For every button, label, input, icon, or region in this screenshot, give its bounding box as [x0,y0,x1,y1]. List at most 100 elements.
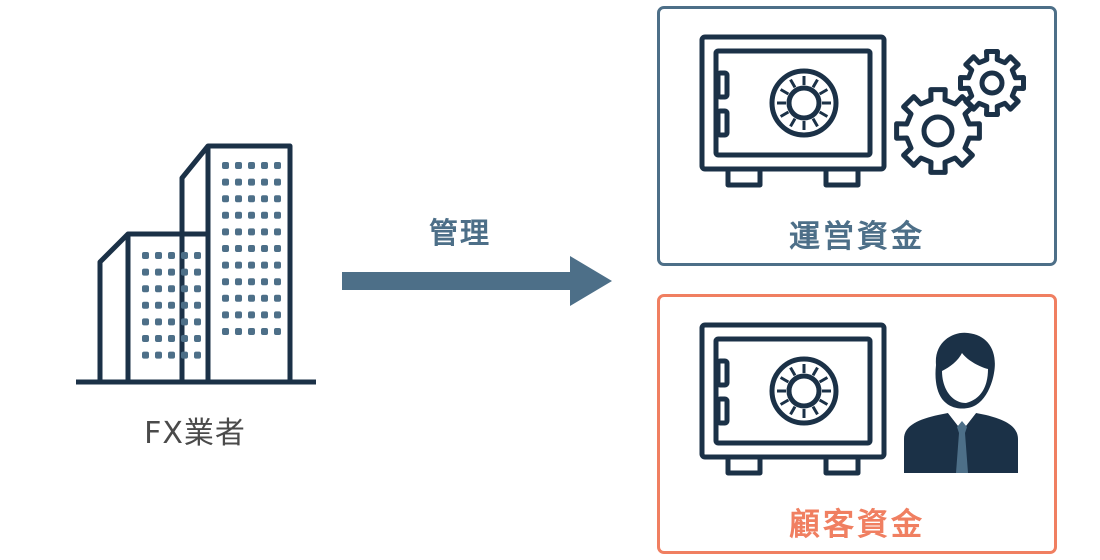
company-label: FX業者 [144,416,246,451]
window-dot [168,301,175,309]
window-dot [274,278,281,286]
window-dot [155,301,162,309]
dial-tick [779,110,790,118]
window-dot [235,311,242,319]
window-dot [248,261,255,269]
window-dot [274,211,281,219]
dial-tick [789,405,797,416]
window-dot [248,278,255,286]
window-dot [168,252,175,259]
window-dot [168,335,175,342]
window-dot [261,294,268,302]
window-dot [248,211,255,219]
window-dot [235,328,242,335]
window-dot [181,285,188,293]
window-dot [261,228,268,236]
window-dot [194,252,201,259]
window-dot [142,318,149,326]
window-dot [274,178,281,186]
window-dot [274,245,281,252]
window-dot [274,162,281,169]
window-dot [261,211,268,219]
right-arrow-icon [342,256,612,306]
dial-tick [789,78,797,89]
window-dot [235,162,242,169]
safe-icon [699,34,887,188]
operating-funds-label: 運営資金 [789,219,925,255]
window-dot [168,351,175,359]
window-dot [155,252,162,259]
window-dot [194,301,201,309]
window-dot [261,261,268,269]
office-buildings-icon [76,143,316,385]
window-dot [222,228,229,236]
dial-tick [811,366,819,377]
window-dot [181,252,188,259]
window-dot [155,318,162,326]
window-dot [142,351,149,359]
window-dot [181,335,188,342]
window-dot [181,318,188,326]
gears-icon [894,49,1026,175]
window-dot [274,328,281,335]
window-dot [181,268,188,276]
window-dot [155,285,162,293]
window-dot [261,328,268,335]
window-dot [235,278,242,286]
window-dot [235,211,242,219]
window-dot [261,178,268,186]
window-dot [274,311,281,319]
window-dot [235,245,242,252]
dial-tick [779,376,790,384]
window-dot [235,195,242,203]
dial-tick [818,376,829,384]
window-dot [222,178,229,186]
window-dot [194,318,201,326]
dial-tick [811,405,819,416]
dial-tick [779,398,790,406]
window-dot [222,311,229,319]
window-dot [222,245,229,252]
window-dot [261,162,268,169]
window-dot [194,351,201,359]
window-dot [261,245,268,252]
operating-funds-box: 運営資金 [657,6,1057,266]
dial-tick [789,117,797,128]
customer-funds-box: 顧客資金 [657,294,1057,554]
window-dot [261,311,268,319]
window-dot [168,318,175,326]
window-dot [168,285,175,293]
dial-tick [811,117,819,128]
window-dot [168,268,175,276]
window-dot [222,278,229,286]
window-dot [248,311,255,319]
window-dot [261,278,268,286]
dial-tick [789,366,797,377]
window-dot [248,228,255,236]
dial-tick [818,110,829,118]
window-dot [142,252,149,259]
window-dot [181,351,188,359]
window-dot [155,268,162,276]
window-dot [194,335,201,342]
window-dot [181,301,188,309]
window-dot [248,328,255,335]
window-dot [261,195,268,203]
window-dot [222,195,229,203]
dial-tick [818,398,829,406]
window-dot [222,211,229,219]
window-dot [222,294,229,302]
window-dot [274,228,281,236]
window-dot [194,285,201,293]
window-dot [248,162,255,169]
window-dot [274,261,281,269]
window-dot [142,301,149,309]
window-dot [235,261,242,269]
window-dot [142,285,149,293]
relation-label: 管理 [428,216,491,250]
window-dot [222,261,229,269]
businessperson-icon [904,332,1018,473]
window-dot [248,245,255,252]
window-dot [235,228,242,236]
customer-funds-label: 顧客資金 [789,507,925,543]
